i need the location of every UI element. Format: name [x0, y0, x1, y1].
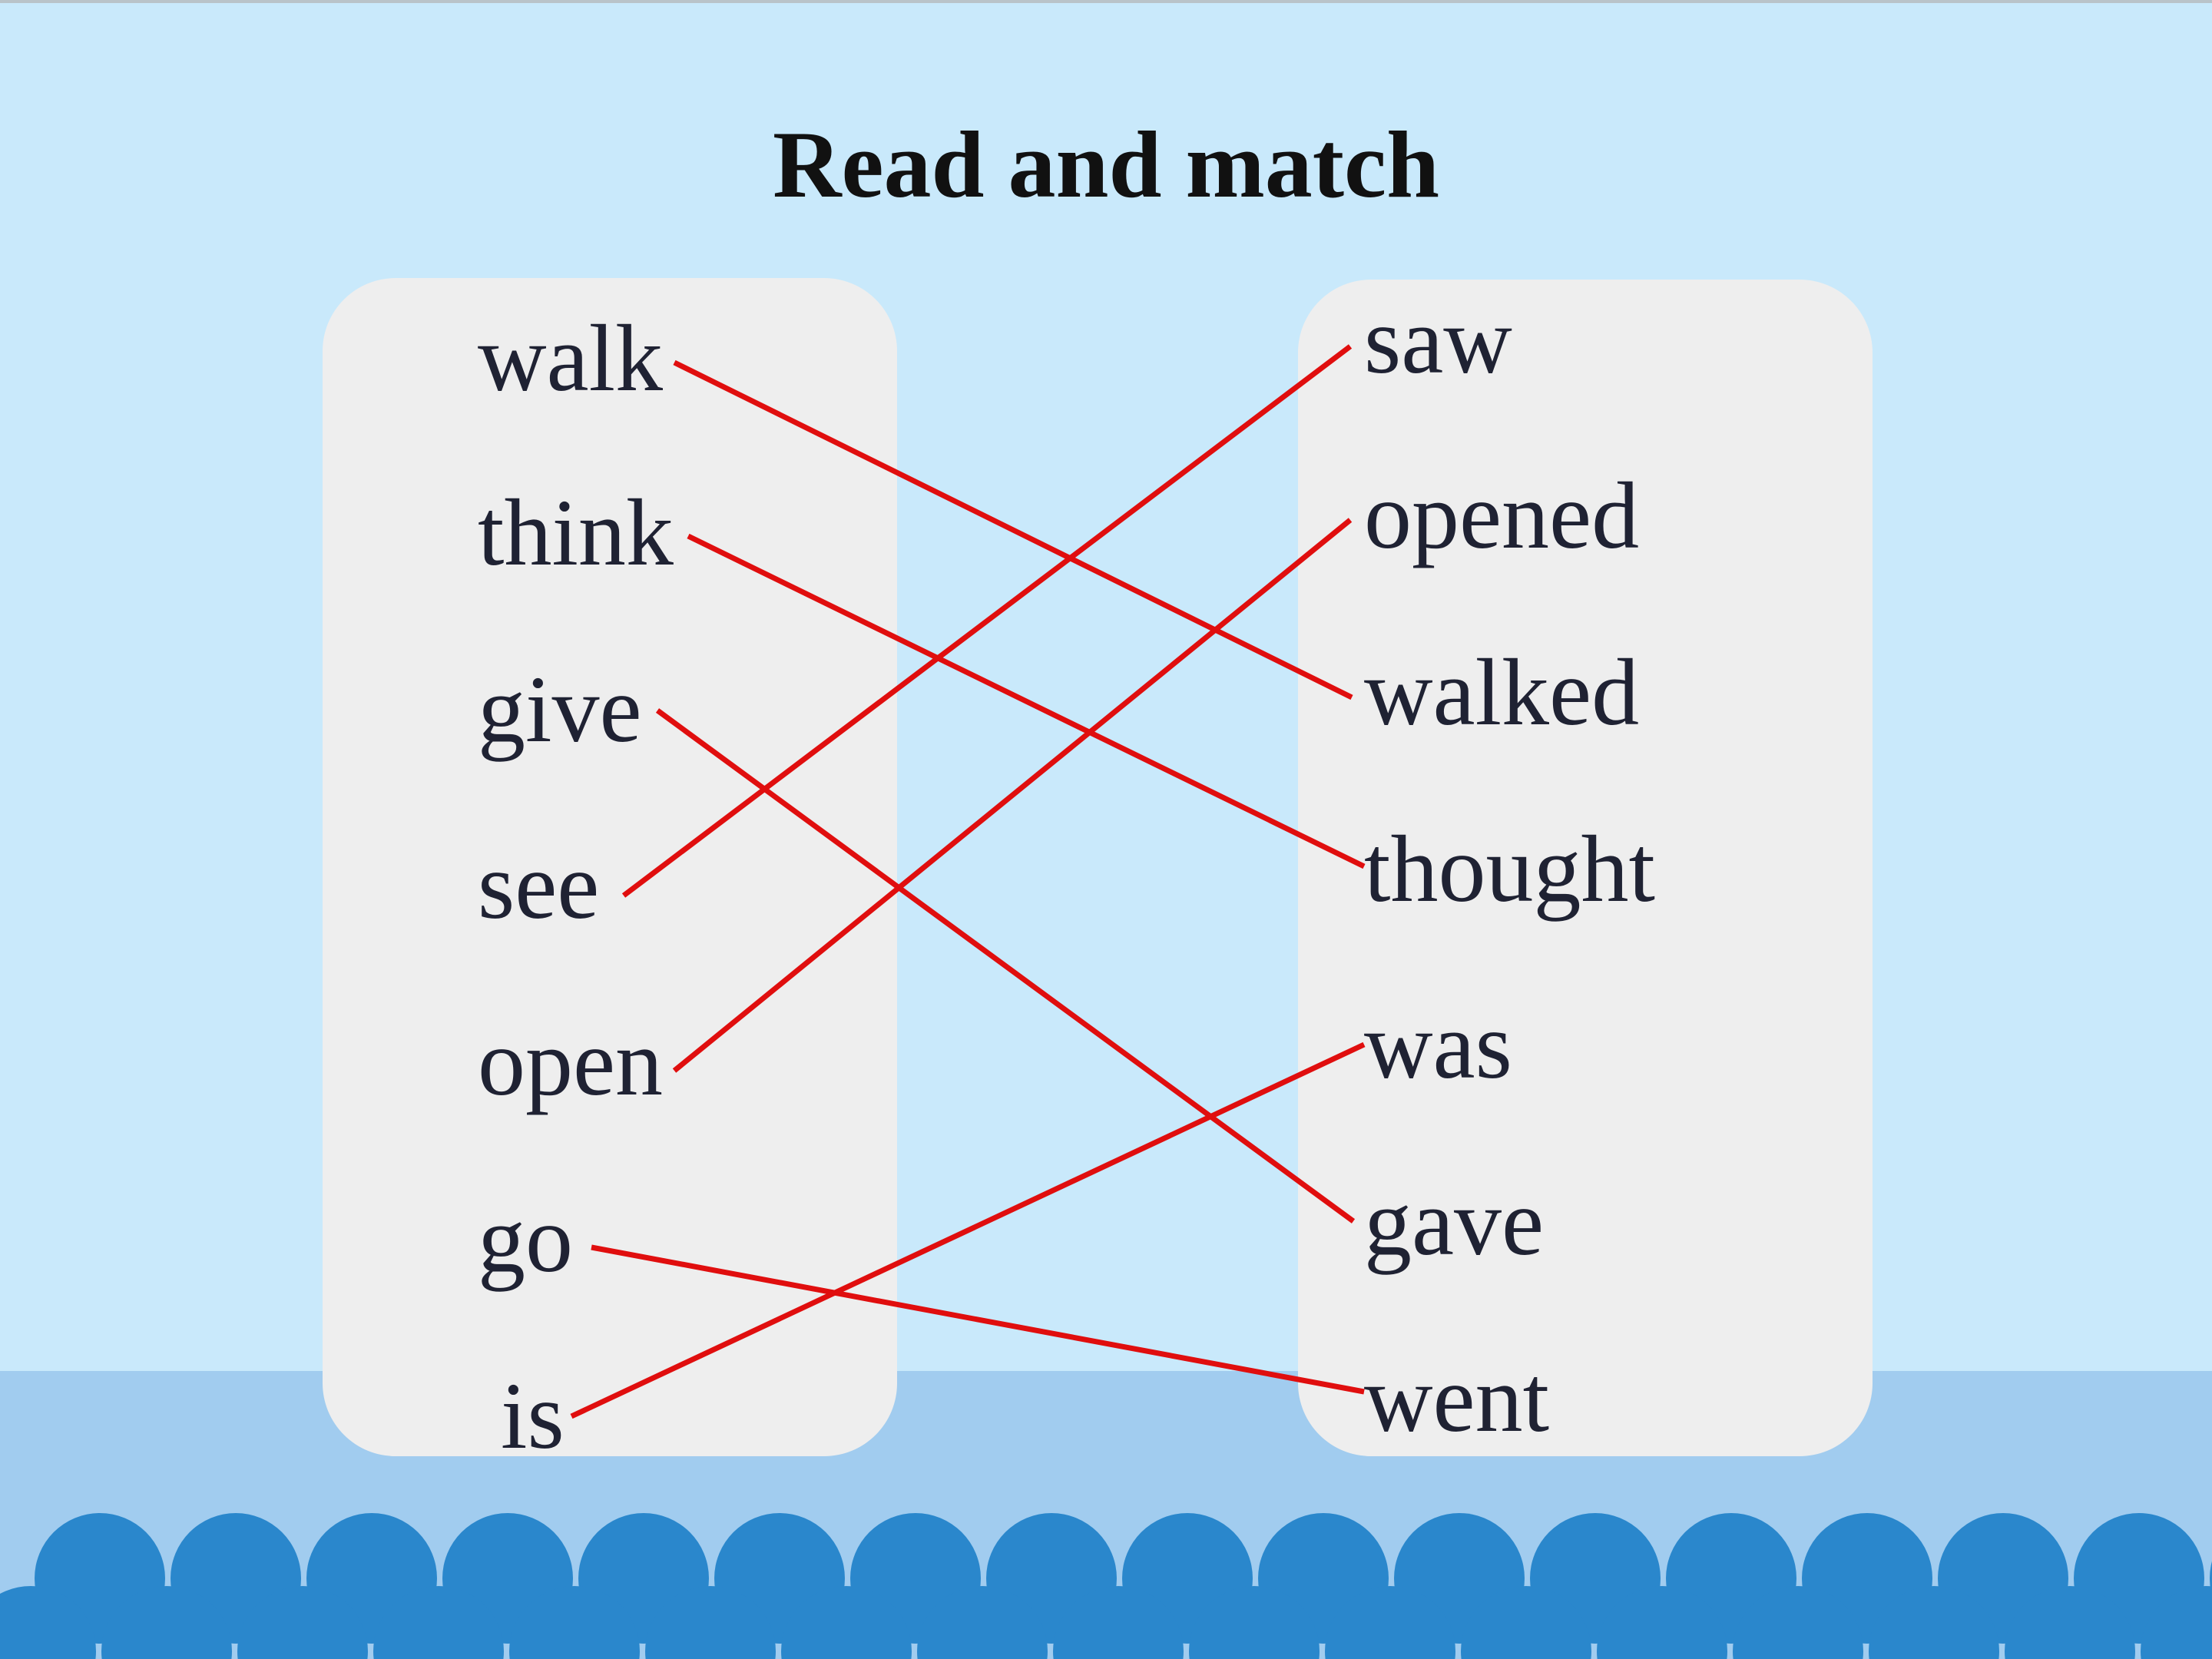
wave-scallop	[1869, 1586, 1999, 1659]
right-word-walked[interactable]: walked	[1364, 640, 1640, 745]
wave-scallop	[1053, 1586, 1184, 1659]
wave-scallop	[101, 1586, 232, 1659]
top-border	[0, 0, 2212, 3]
match-line-go-went[interactable]	[591, 1244, 1365, 1395]
wave-scallop	[645, 1586, 776, 1659]
wave-scallop	[1325, 1586, 1455, 1659]
wave-scallop	[2141, 1586, 2212, 1659]
left-word-is[interactable]: is	[501, 1363, 565, 1469]
wave-scallop	[1189, 1586, 1320, 1659]
wave-scallop	[1733, 1586, 1863, 1659]
wave-scallop	[1597, 1586, 1727, 1659]
left-word-go[interactable]: go	[478, 1187, 573, 1292]
wave-scallop	[781, 1586, 912, 1659]
right-word-gave[interactable]: gave	[1364, 1170, 1545, 1275]
wave-scallop	[1461, 1586, 1591, 1659]
match-line-think-thought[interactable]	[687, 533, 1366, 869]
wave-scallop	[2005, 1586, 2135, 1659]
left-word-panel	[323, 278, 897, 1456]
left-word-see[interactable]: see	[478, 833, 600, 939]
match-line-is-was[interactable]	[570, 1041, 1366, 1419]
page-title: Read and match	[772, 112, 1440, 217]
wave-scallop	[0, 1586, 96, 1659]
match-line-see-saw[interactable]	[621, 344, 1353, 898]
wave-scallop	[373, 1586, 504, 1659]
wave-scallop	[237, 1586, 368, 1659]
left-word-give[interactable]: give	[478, 657, 642, 762]
left-word-think[interactable]: think	[478, 480, 674, 585]
right-word-opened[interactable]: opened	[1364, 463, 1640, 568]
right-word-thought[interactable]: thought	[1364, 816, 1655, 922]
wave-scallop	[917, 1586, 1048, 1659]
wave-scallop	[509, 1586, 640, 1659]
right-word-saw[interactable]: saw	[1364, 288, 1512, 393]
right-word-was[interactable]: was	[1364, 993, 1512, 1098]
right-word-went[interactable]: went	[1364, 1346, 1550, 1452]
right-word-panel	[1298, 280, 1873, 1456]
left-word-walk[interactable]: walk	[478, 306, 664, 411]
match-line-walk-walked[interactable]	[673, 359, 1353, 700]
match-line-give-gave[interactable]	[655, 708, 1356, 1224]
left-word-open[interactable]: open	[478, 1010, 664, 1115]
match-line-open-opened[interactable]	[672, 518, 1353, 1073]
